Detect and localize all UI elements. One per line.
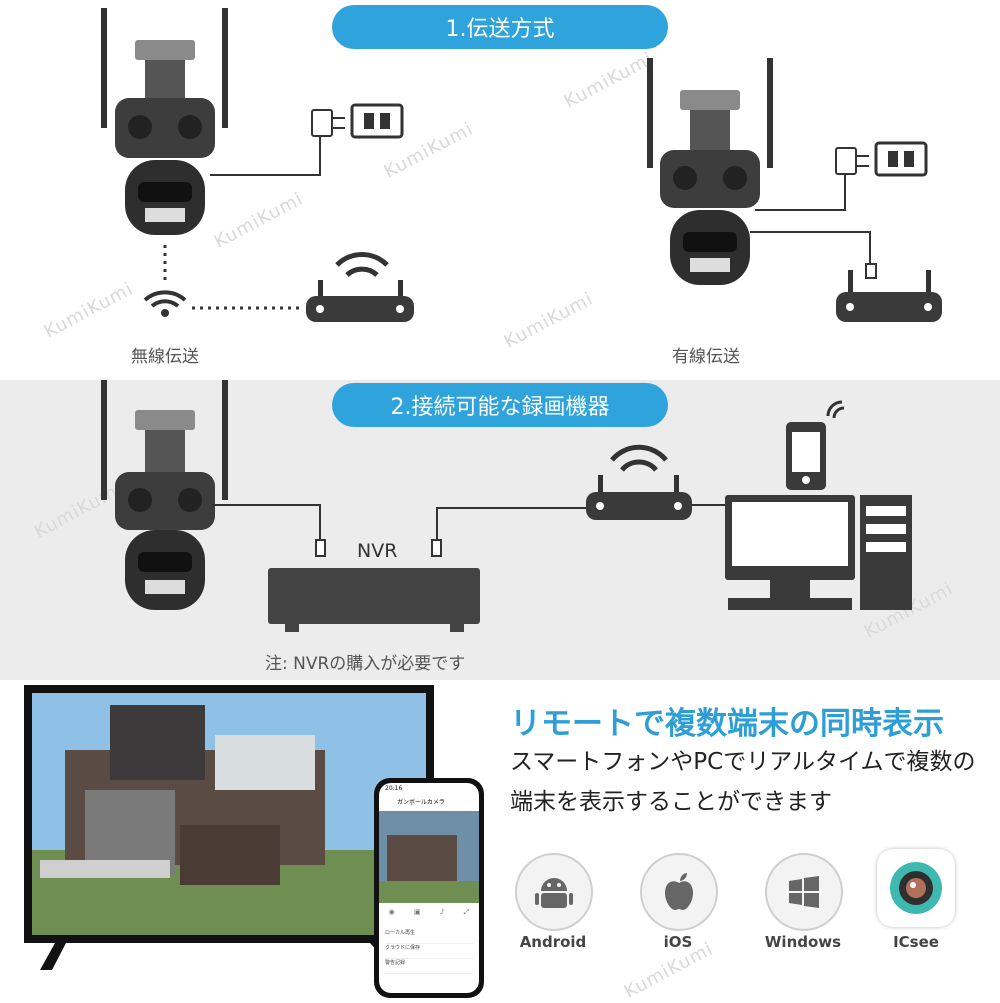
platform-label: Windows: [764, 933, 842, 951]
section1-badge: 1.伝送方式: [332, 5, 668, 49]
apple-icon: [640, 853, 718, 931]
phone-menu-item[interactable]: 警告記録: [385, 959, 473, 974]
phone-menu-item[interactable]: クラウドに保存: [385, 944, 473, 959]
router-icon: [836, 270, 942, 322]
android-icon: [515, 853, 593, 931]
smartphone: 20:16 ガンボールカメラ ◉ ▣ ♪ ⤢ ローカル再生 クラウドに保存 警告…: [374, 778, 484, 998]
platform-label: Android: [519, 933, 587, 951]
smartphone-icon: [786, 400, 845, 490]
section2-badge: 2.接続可能な録画機器: [332, 383, 668, 427]
desktop-computer-icon: [725, 495, 912, 610]
snapshot-icon[interactable]: ◉: [388, 908, 395, 916]
phone-app-title: ガンボールカメラ: [397, 799, 445, 806]
fullscreen-icon[interactable]: ⤢: [463, 908, 470, 916]
camera-icon: [101, 380, 228, 610]
mic-icon[interactable]: ♪: [439, 908, 445, 916]
wifi-icon: [143, 290, 187, 308]
phone-menu: ローカル再生 クラウドに保存 警告記録: [385, 929, 473, 974]
phone-menu-item[interactable]: ローカル再生: [385, 929, 473, 944]
icsee-app-icon: [877, 849, 955, 927]
remote-headline: リモートで複数端末の同時表示: [510, 706, 944, 742]
wireless-label: 無線伝送: [131, 347, 199, 367]
wired-label: 有線伝送: [672, 347, 740, 367]
nvr-label: NVR: [357, 540, 398, 562]
section1-diagram: [101, 8, 942, 322]
phone-camera-feed: [379, 811, 479, 903]
remote-description: スマートフォンやPCでリアルタイムで複数の端末を表示することができます: [510, 749, 976, 815]
tv-monitor: [24, 685, 434, 970]
power-adapter-icon: [311, 103, 404, 139]
power-adapter-icon: [835, 141, 928, 177]
nvr-note: 注: NVRの購入が必要です: [265, 654, 466, 674]
nvr-icon: [268, 568, 480, 632]
router-icon: [586, 444, 692, 520]
phone-time: 20:16: [385, 785, 403, 792]
windows-icon: [765, 853, 843, 931]
camera-icon: [647, 58, 773, 285]
phone-screen: 20:16 ガンボールカメラ ◉ ▣ ♪ ⤢ ローカル再生 クラウドに保存 警告…: [379, 783, 479, 993]
section2-diagram: [101, 380, 912, 632]
phone-toolbar[interactable]: ◉ ▣ ♪ ⤢: [379, 908, 479, 922]
platform-label: ICsee: [893, 933, 939, 951]
router-icon: [306, 252, 414, 322]
camera-icon: [101, 8, 228, 235]
record-icon[interactable]: ▣: [414, 908, 421, 916]
platform-label: iOS: [663, 933, 693, 951]
